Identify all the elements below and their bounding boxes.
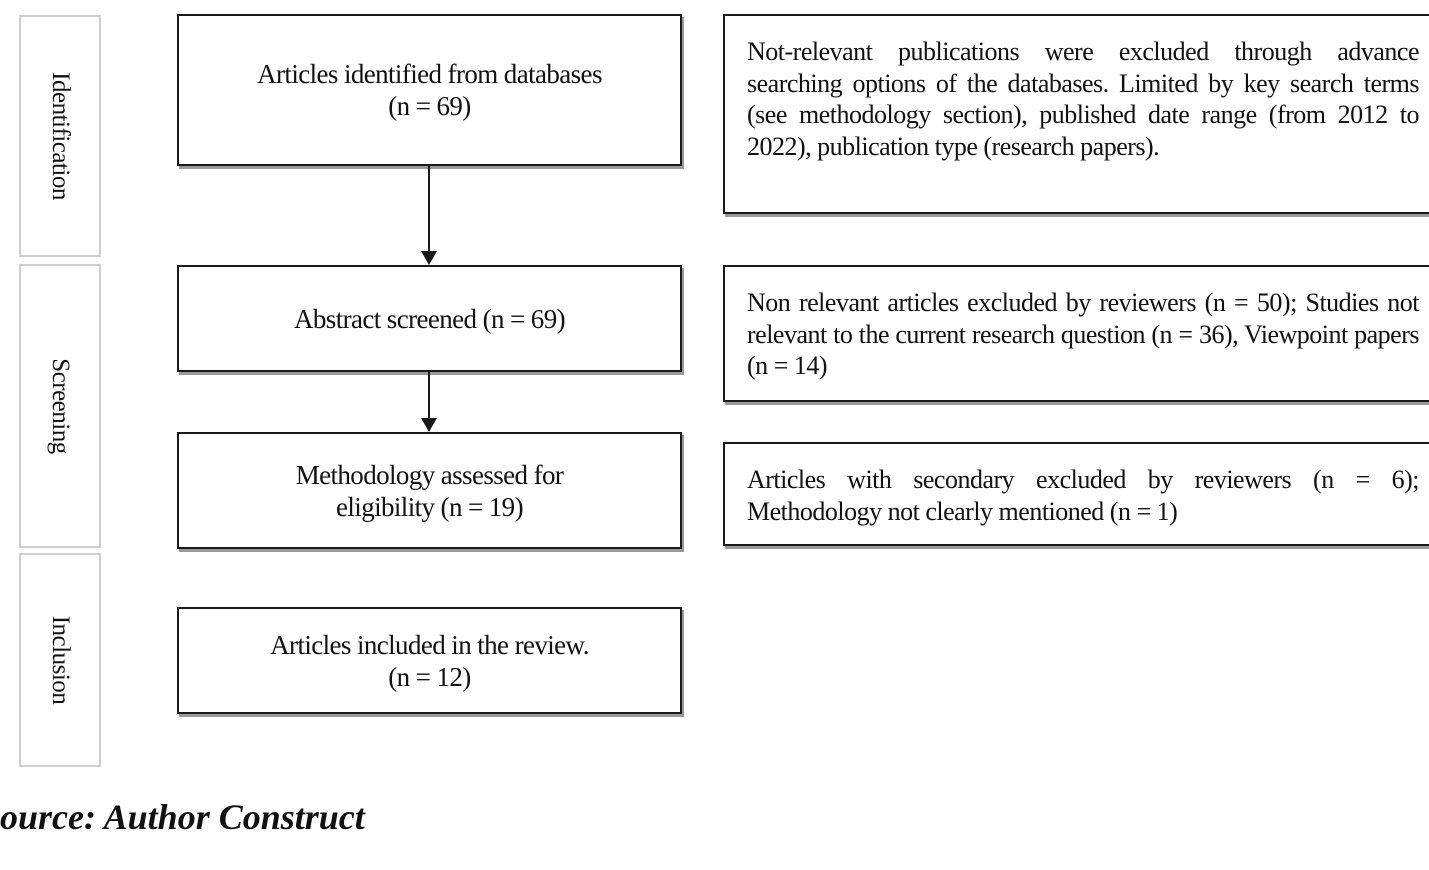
note-screening-exclusion-text: Non relevant articles excluded by review… xyxy=(747,288,1420,380)
box-screened-text: Abstract screened (n = 69) xyxy=(293,303,566,334)
source-caption: ource: Author Construct xyxy=(0,797,365,837)
stage-label-identification-text: Identification xyxy=(47,72,74,200)
box-included-text: Articles included in the review. (n = 12… xyxy=(270,629,589,692)
arrow-identified-to-screened-head xyxy=(421,251,437,265)
arrow-screened-to-assessed-head xyxy=(421,418,437,432)
note-screening-exclusion: Non relevant articles excluded by review… xyxy=(723,265,1429,402)
arrow-identified-to-screened xyxy=(428,166,430,253)
stage-label-screening: Screening xyxy=(19,264,101,548)
box-assessed-text: Methodology assessed for eligibility (n … xyxy=(295,459,564,522)
box-identified-text: Articles identified from databases (n = … xyxy=(257,59,602,121)
stage-label-identification: Identification xyxy=(19,15,101,257)
box-included: Articles included in the review. (n = 12… xyxy=(177,607,682,714)
note-identification-exclusion: Not-relevant publications were excluded … xyxy=(723,14,1429,214)
note-eligibility-exclusion-text: Articles with secondary excluded by revi… xyxy=(747,465,1420,526)
box-identified: Articles identified from databases (n = … xyxy=(177,14,682,166)
note-identification-exclusion-text: Not-relevant publications were excluded … xyxy=(747,37,1420,161)
arrow-screened-to-assessed xyxy=(428,372,430,420)
box-screened: Abstract screened (n = 69) xyxy=(177,265,682,372)
note-eligibility-exclusion: Articles with secondary excluded by revi… xyxy=(723,442,1429,546)
stage-label-screening-text: Screening xyxy=(47,358,74,454)
stage-label-inclusion: Inclusion xyxy=(19,553,101,767)
stage-label-inclusion-text: Inclusion xyxy=(47,615,74,705)
box-assessed: Methodology assessed for eligibility (n … xyxy=(177,432,682,549)
